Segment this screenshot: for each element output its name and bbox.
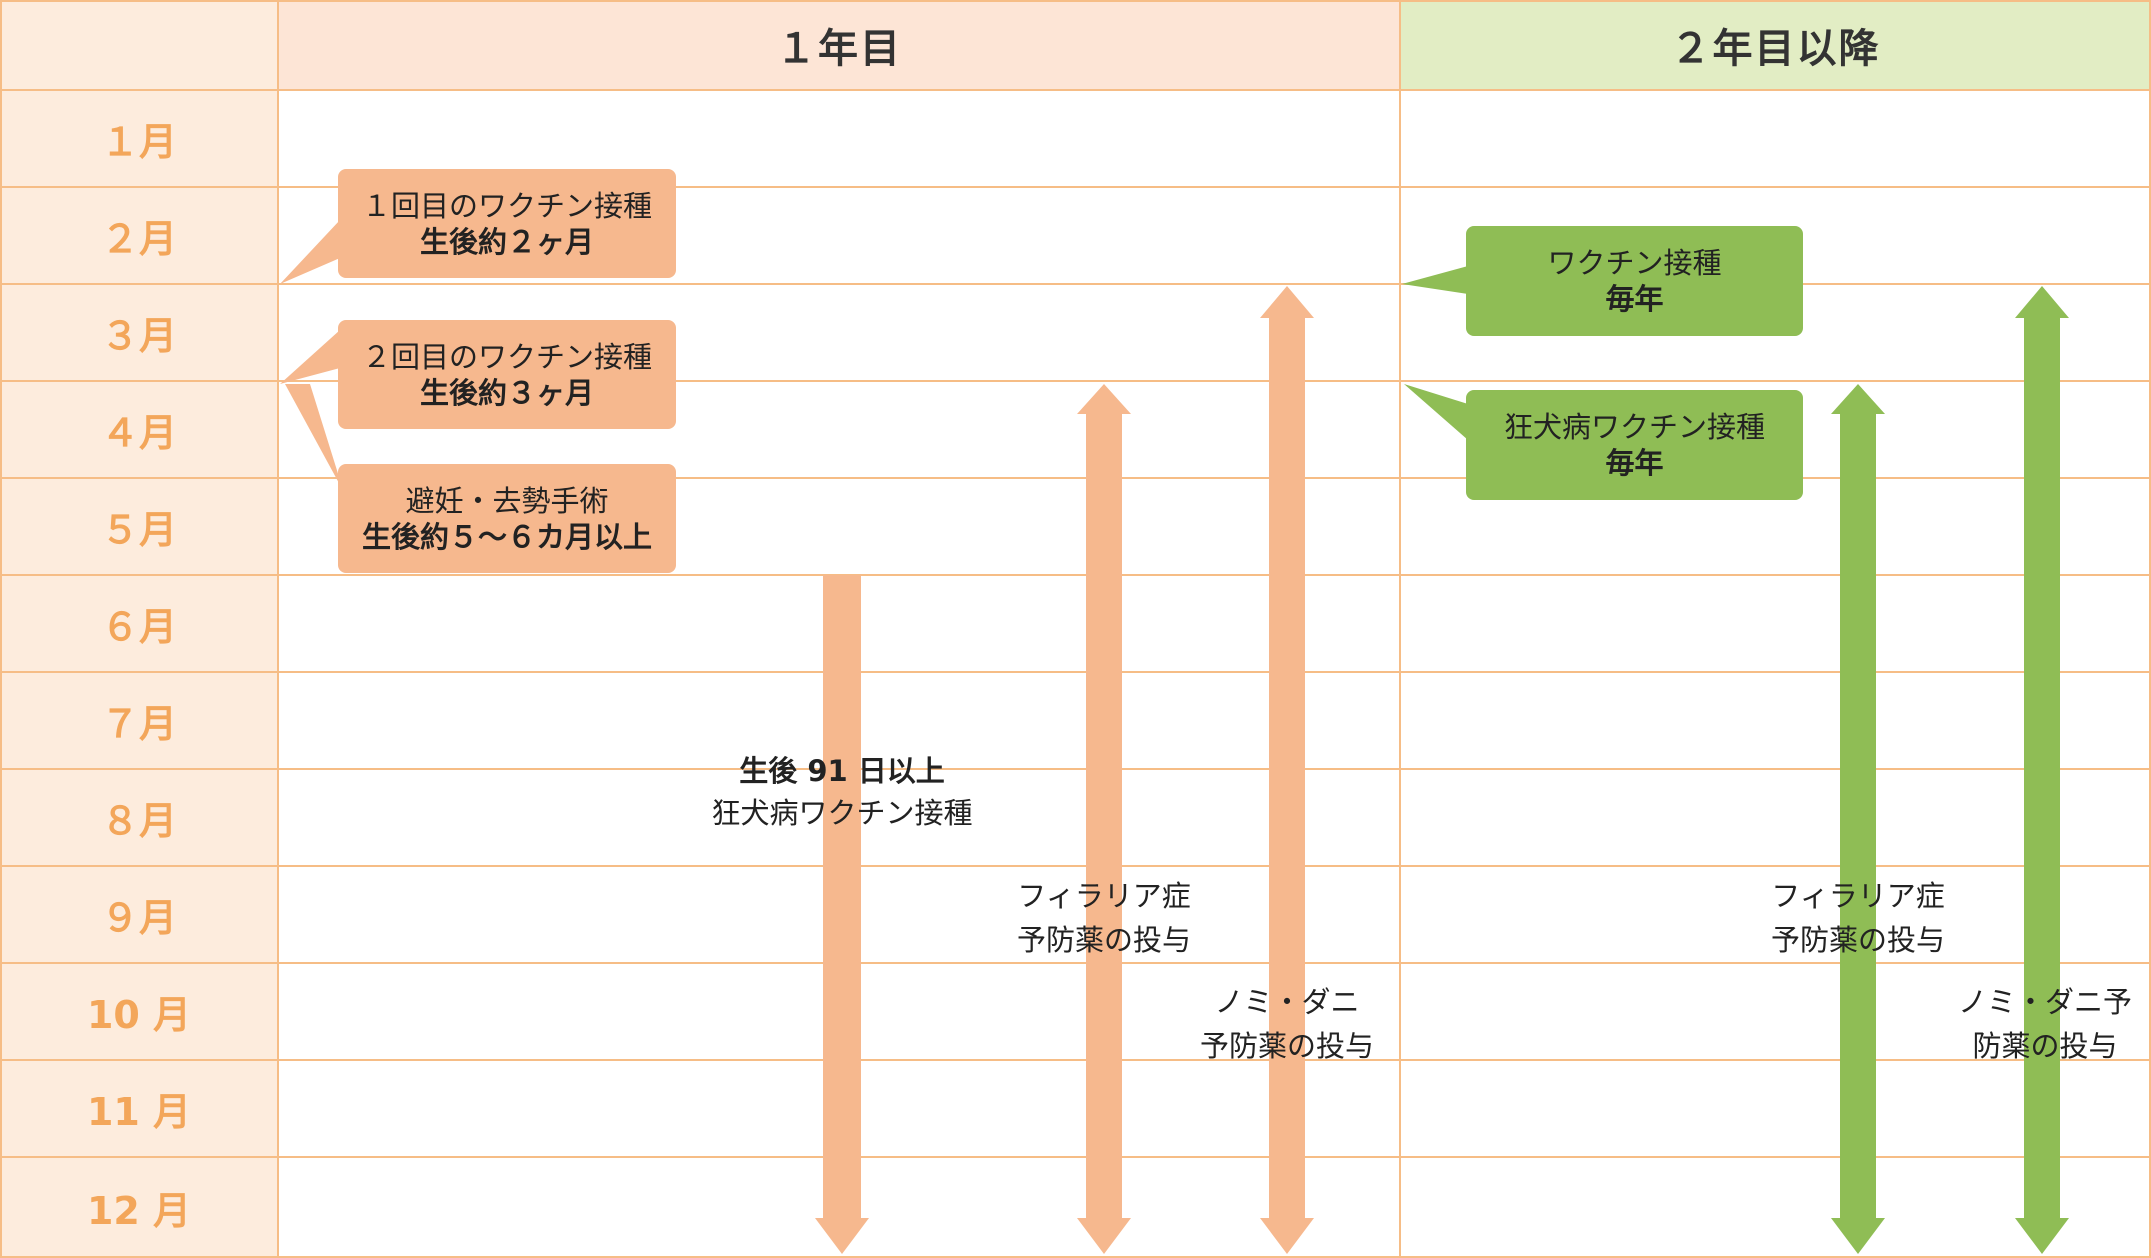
flea-tick-line2: 予防薬の投与 [1199, 1029, 1374, 1063]
filaria-label: フィラリア症 予防薬の投与 [984, 874, 1224, 962]
rabies-arrow [815, 575, 869, 1254]
callout-title: ２回目のワクチン接種 [361, 339, 652, 374]
flea-tick-line2: 防薬の投与 [1972, 1029, 2118, 1063]
annual-vaccine-callout: ワクチン接種 毎年 [1466, 226, 1803, 336]
callout-title: ワクチン接種 [1547, 246, 1722, 280]
callout-age: 生後約３ヶ月 [419, 375, 594, 410]
filaria-arrow [1077, 384, 1131, 1254]
grid-line [0, 477, 2151, 479]
grid-line [0, 671, 2151, 673]
annual-rabies-callout: 狂犬病ワクチン接種 毎年 [1466, 390, 1803, 500]
filaria-arrow-year2 [1831, 384, 1885, 1254]
callout-pointer [280, 330, 340, 384]
filaria-line1: フィラリア症 [1017, 879, 1191, 913]
filaria-line2: 予防薬の投与 [1016, 923, 1191, 957]
month-label-6: ６月 [100, 605, 177, 649]
grid-line [0, 186, 2151, 188]
callout-frequency: 毎年 [1605, 446, 1664, 480]
month-label-10: 10 月 [86, 993, 192, 1037]
flea-tick-line1: ノミ・ダニ [1214, 985, 1360, 1019]
grid-line [0, 574, 2151, 576]
spay-neuter-callout: 避妊・去勢手術 生後約５～６カ月以上 [338, 464, 676, 573]
callout-age: 生後約２ヶ月 [419, 224, 594, 259]
month-label-12: 12 月 [86, 1189, 192, 1233]
grid-line [0, 1256, 2151, 1258]
year2-header: ２年目以降 [1670, 26, 1881, 72]
filaria-label-year2: フィラリア症 予防薬の投与 [1738, 874, 1978, 962]
month-label-8: ８月 [100, 799, 177, 843]
month-label-3: ３月 [100, 314, 177, 358]
grid-line [1399, 0, 1401, 1258]
grid-line [0, 89, 2151, 91]
year1-header: １年目 [776, 26, 902, 72]
callout-frequency: 毎年 [1605, 282, 1664, 316]
rabies-age: 生後 91 日以上 [739, 754, 945, 788]
grid-line [0, 865, 2151, 867]
filaria-line2: 予防薬の投与 [1770, 923, 1945, 957]
flea-tick-arrow-year2 [2015, 286, 2069, 1254]
callout-pointer [1402, 266, 1468, 294]
rabies-text: 狂犬病ワクチン接種 [711, 796, 973, 830]
flea-tick-line1: ノミ・ダニ予 [1957, 985, 2132, 1019]
grid-line [2149, 0, 2151, 1258]
month-label-1: １月 [100, 120, 177, 164]
grid-line [0, 962, 2151, 964]
callout-pointer [1404, 384, 1468, 440]
month-label-2: ２月 [100, 217, 177, 261]
grid-line [0, 1059, 2151, 1061]
flea-tick-label: ノミ・ダニ 予防薬の投与 [1167, 980, 1407, 1068]
callout-title: 狂犬病ワクチン接種 [1503, 410, 1765, 444]
callout-pointer [280, 220, 340, 284]
month-label-4: ４月 [100, 411, 177, 455]
second-vaccine-callout: ２回目のワクチン接種 生後約３ヶ月 [338, 320, 676, 429]
flea-tick-label-year2: ノミ・ダニ予 防薬の投与 [1940, 980, 2150, 1068]
callout-title: １回目のワクチン接種 [361, 188, 652, 223]
grid-line [0, 1156, 2151, 1158]
month-label-7: ７月 [100, 702, 177, 746]
rabies-label: 生後 91 日以上 狂犬病ワクチン接種 [672, 750, 1012, 834]
flea-tick-arrow [1260, 286, 1314, 1254]
grid-line [0, 768, 2151, 770]
grid-line [277, 0, 279, 1258]
grid-line [0, 0, 2151, 2]
grid-line [0, 0, 2, 1258]
month-label-5: ５月 [100, 508, 177, 552]
grid-line [0, 380, 2151, 382]
first-vaccine-callout: １回目のワクチン接種 生後約２ヶ月 [338, 169, 676, 278]
grid-line [0, 283, 2151, 285]
month-label-11: 11 月 [86, 1090, 192, 1134]
callout-age: 生後約５～６カ月以上 [361, 519, 652, 554]
corner-cell [0, 0, 278, 90]
year2-header-bg [1400, 0, 2151, 90]
filaria-line1: フィラリア症 [1771, 879, 1945, 913]
month-label-9: ９月 [100, 896, 177, 940]
year1-header-bg [278, 0, 1400, 90]
callout-title: 避妊・去勢手術 [405, 483, 609, 518]
callout-pointer [285, 384, 340, 485]
